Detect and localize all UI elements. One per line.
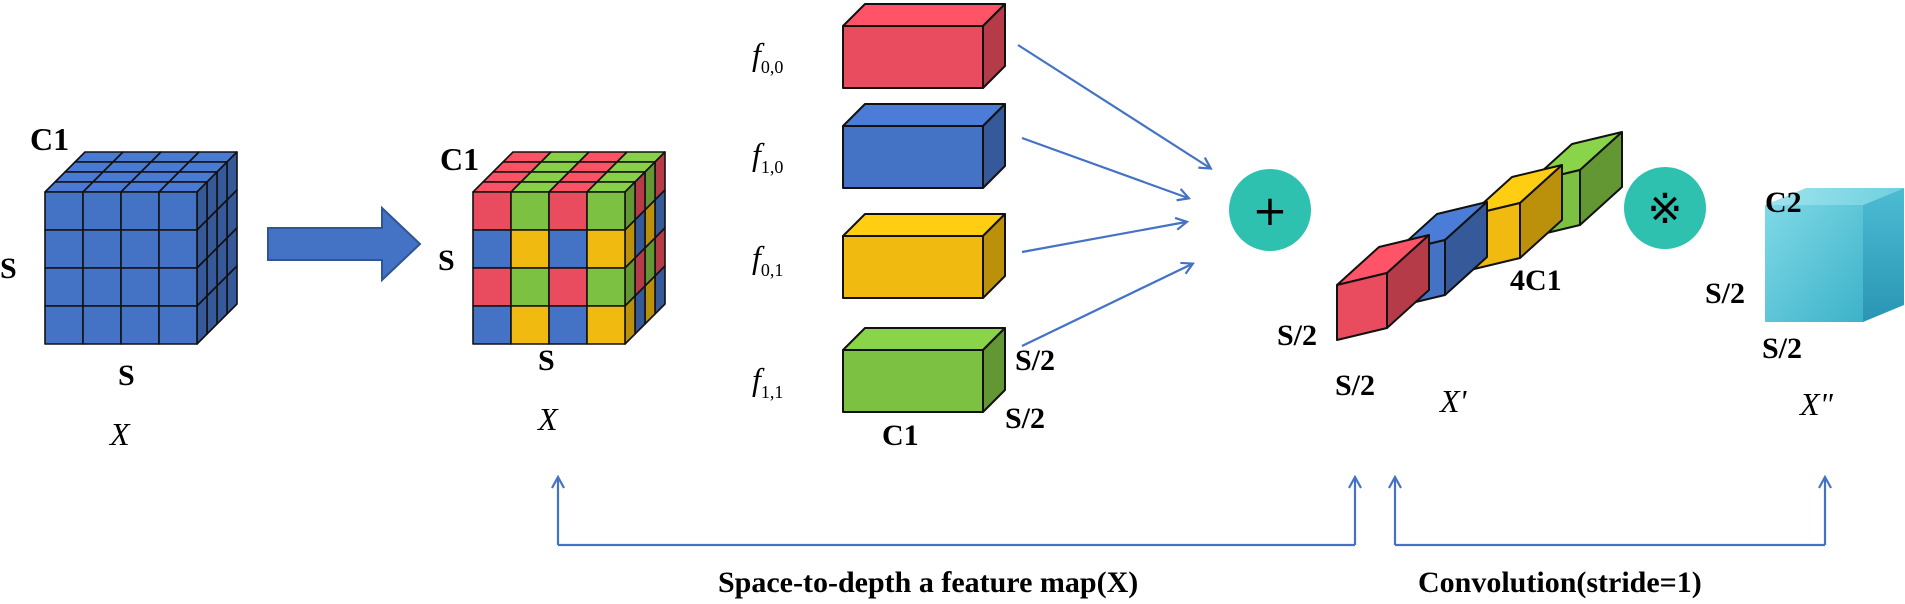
concat-name: X'	[1438, 383, 1468, 419]
convolution-bracket	[1395, 478, 1825, 547]
slice-0	[842, 3, 1006, 89]
input-cube-width-label: S	[118, 359, 135, 392]
cube-front-cell	[548, 191, 588, 231]
slice-0-top	[842, 3, 1006, 27]
cube-front-cell	[472, 191, 512, 231]
cube-front-cell	[586, 229, 626, 269]
cube-front-cell	[510, 267, 550, 307]
slice-3-front	[842, 349, 984, 413]
arrow-f10	[1021, 136, 1188, 198]
cube-front-cell	[586, 267, 626, 307]
cube-front-cell	[472, 305, 512, 345]
cube-front-cell	[82, 191, 122, 231]
input-cube-channel-label: C1	[30, 121, 69, 157]
input-cube-height-label: S	[0, 252, 17, 285]
convolution-operator: ※	[1647, 184, 1682, 233]
concat-operator: +	[1252, 186, 1287, 235]
arrow-f01	[1021, 222, 1186, 254]
colored-cube-width-label: S	[538, 344, 555, 377]
segment-front	[1336, 272, 1388, 341]
cube-front-cell	[548, 305, 588, 345]
output-channel-label: C2	[1765, 186, 1802, 219]
cube-front-cell	[510, 191, 550, 231]
output-name: X"	[1798, 386, 1834, 422]
cube-front-cell	[82, 305, 122, 345]
cube-front-cell	[510, 305, 550, 345]
concat-height-label: S/2	[1277, 319, 1317, 352]
slice-2	[842, 213, 1006, 299]
cube-front-cell	[548, 267, 588, 307]
cube-front-cell	[44, 191, 84, 231]
cube-front-cell	[158, 191, 198, 231]
concat-plus-icon	[1229, 169, 1311, 251]
slice-label-1: f1,0	[752, 136, 783, 177]
concatenated-block	[1336, 131, 1623, 341]
cube-front-cell	[472, 267, 512, 307]
concat-width-label: S/2	[1335, 369, 1375, 402]
output-height-label: S/2	[1705, 277, 1745, 310]
cube-front-cell	[82, 267, 122, 307]
concat-segment-red	[1336, 234, 1430, 341]
cube-front-cell	[158, 267, 198, 307]
slice-2-front	[842, 235, 984, 299]
slice-1-top	[842, 103, 1006, 127]
slice-height-label: S/2	[1005, 402, 1045, 435]
transform-arrow-icon	[267, 205, 422, 283]
slice-3	[842, 327, 1006, 413]
convolution-caption: Convolution(stride=1)	[1418, 566, 1702, 599]
cube-front-cell	[472, 229, 512, 269]
slice-1-front	[842, 125, 984, 189]
space-to-depth-caption: Space-to-depth a feature map(X)	[718, 566, 1138, 599]
cube-front-cell	[44, 305, 84, 345]
slice-label-2: f0,1	[752, 239, 783, 280]
output-width-label: S/2	[1762, 332, 1802, 365]
concat-arrows	[1017, 44, 1210, 347]
input-feature-cube	[44, 151, 238, 345]
slice-0-front	[842, 25, 984, 89]
colored-cube-name: X	[536, 401, 559, 437]
slice-width-label: C1	[882, 419, 919, 452]
cube-front-cell	[510, 229, 550, 269]
concat-channel-label: 4C1	[1510, 264, 1562, 297]
colored-cube-channel-label: C1	[440, 141, 479, 177]
slice-label-0: f0,0	[752, 36, 783, 77]
arrow-f00	[1017, 44, 1210, 168]
cube-front-cell	[44, 267, 84, 307]
slice-depth-label: S/2	[1015, 344, 1055, 377]
cube-front-cell	[158, 305, 198, 345]
colored-cube-height-label: S	[438, 244, 455, 277]
slice-blocks	[842, 3, 1006, 413]
cube-front-cell	[44, 229, 84, 269]
slice-labels: f0,0 f1,0 f0,1 f1,1	[752, 36, 783, 402]
cube-front-cell	[120, 229, 160, 269]
cube-front-cell	[120, 305, 160, 345]
slice-1	[842, 103, 1006, 189]
input-cube-name: X	[108, 416, 131, 452]
slice-label-3: f1,1	[752, 361, 783, 402]
output-block	[1765, 188, 1904, 322]
slice-3-top	[842, 327, 1006, 351]
slice-2-top	[842, 213, 1006, 237]
space-to-depth-bracket	[558, 478, 1355, 547]
cube-front-cell	[158, 229, 198, 269]
arrow-f11	[1021, 264, 1192, 347]
cube-front-cell	[120, 267, 160, 307]
cube-front-cell	[120, 191, 160, 231]
cube-front-cell	[586, 305, 626, 345]
convolution-operator-icon	[1624, 167, 1706, 249]
cube-front-cell	[82, 229, 122, 269]
colored-feature-cube	[472, 151, 666, 345]
cube-front-cell	[586, 191, 626, 231]
cube-front-cell	[548, 229, 588, 269]
